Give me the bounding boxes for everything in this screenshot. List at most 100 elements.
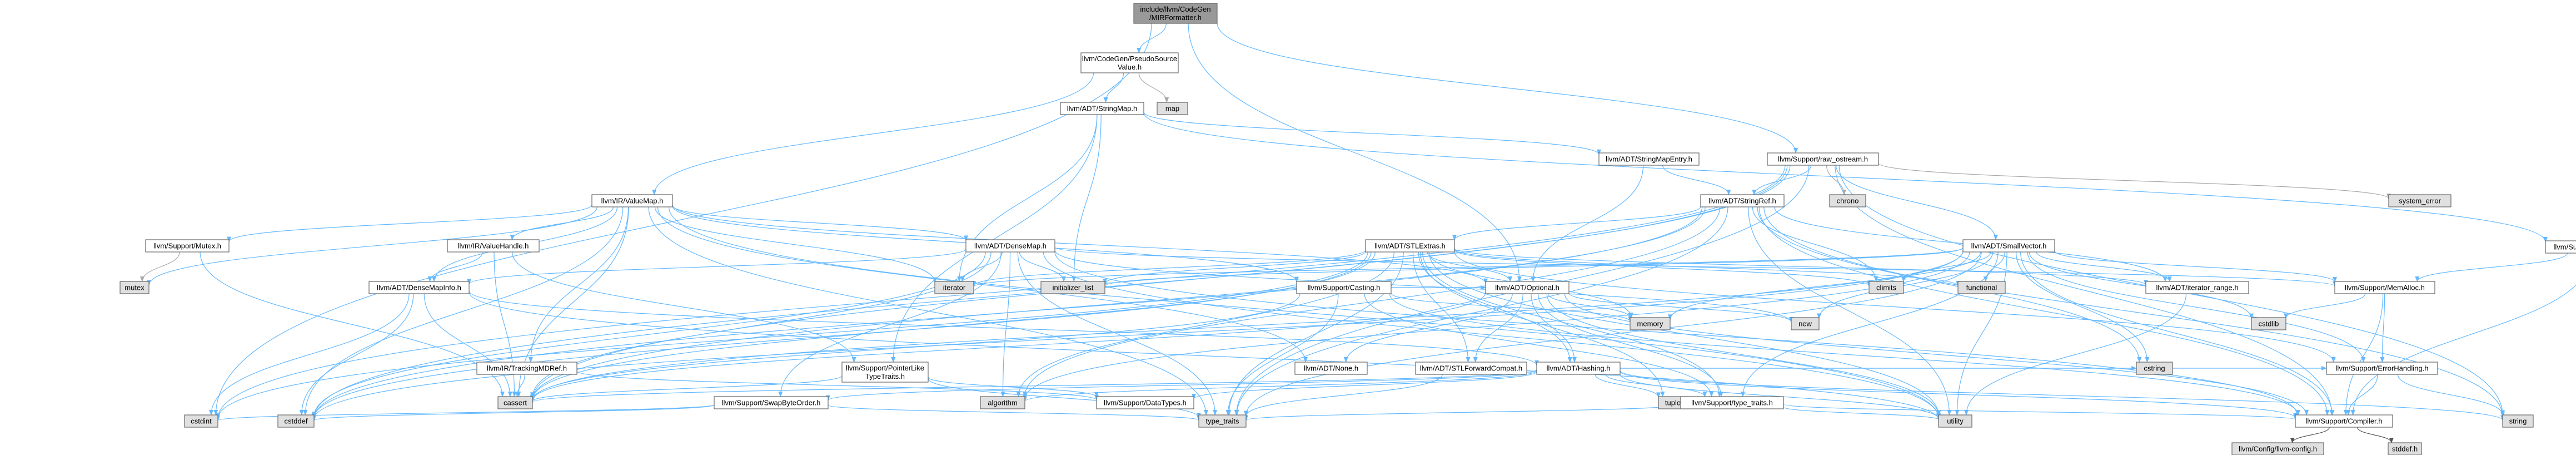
edge-smallvector-to-type_traits xyxy=(1244,251,1982,417)
node-utility[interactable]: utility xyxy=(1938,414,1972,428)
node-label: llvm/ADT/iterator_range.h xyxy=(2156,284,2238,292)
node-initlist[interactable]: initializer_list xyxy=(1040,281,1105,294)
node-box xyxy=(934,281,974,294)
edge-stlforward-to-type_traits xyxy=(1244,374,1443,417)
node-string[interactable]: string xyxy=(2502,414,2534,428)
node-chrono[interactable]: chrono xyxy=(1829,194,1866,207)
node-climits[interactable]: climits xyxy=(1869,281,1904,294)
node-stlforward[interactable]: llvm/ADT/STLForwardCompat.h xyxy=(1415,362,1527,375)
edge-stlextras-to-climits xyxy=(1454,249,1871,287)
edge-valuehandle-to-pointerlike xyxy=(512,251,856,363)
node-iteratorrange[interactable]: llvm/ADT/iterator_range.h xyxy=(2145,281,2249,294)
edge-smallvector-to-compiler xyxy=(2020,251,2335,416)
node-box xyxy=(145,239,230,253)
node-errorhandling[interactable]: llvm/Support/ErrorHandling.h xyxy=(2326,362,2438,375)
edge-stringmap-to-iterator xyxy=(957,114,1098,282)
edge-densemap-to-utility xyxy=(1043,251,1941,419)
edge-valuemap-to-iterator xyxy=(654,206,937,283)
edge-stlextras-to-cstdint xyxy=(216,251,1368,419)
node-swapbyteorder[interactable]: llvm/Support/SwapByteOrder.h xyxy=(714,396,829,409)
edge-typetraits_h-to-compiler xyxy=(1783,404,2298,421)
node-memalloc[interactable]: llvm/Support/MemAlloc.h xyxy=(2334,281,2435,294)
node-valuehandle[interactable]: llvm/IR/ValueHandle.h xyxy=(447,239,540,253)
edge-valuemap-to-cstddef xyxy=(303,206,624,416)
node-cstdint[interactable]: cstdint xyxy=(184,414,218,428)
node-optional[interactable]: llvm/ADT/Optional.h xyxy=(1485,281,1569,294)
node-stringmapentry[interactable]: llvm/ADT/StringMapEntry.h xyxy=(1598,152,1700,166)
edge-hashing-to-string xyxy=(1620,370,2505,421)
node-cstring[interactable]: cstring xyxy=(2136,362,2173,375)
node-label: llvm/Support/AllocatorBase.h xyxy=(2554,243,2576,251)
node-box xyxy=(1829,194,1866,207)
node-casting[interactable]: llvm/Support/Casting.h xyxy=(1296,281,1392,294)
edge-stringref-to-compiler xyxy=(1758,206,2330,416)
node-stringmap[interactable]: llvm/ADT/StringMap.h xyxy=(1060,102,1144,115)
node-none[interactable]: llvm/ADT/None.h xyxy=(1294,362,1368,375)
node-box xyxy=(1157,102,1188,115)
node-compiler[interactable]: llvm/Support/Compiler.h xyxy=(2295,414,2393,428)
node-type_traits[interactable]: type_traits xyxy=(1198,414,1247,428)
node-mutex_h[interactable]: llvm/Support/Mutex.h xyxy=(145,239,230,253)
node-root[interactable]: include/llvm/CodeGen/MIRFormatter.h xyxy=(1133,3,1218,24)
node-functional[interactable]: functional xyxy=(1957,281,2006,294)
node-label: llvm/Support/raw_ostream.h xyxy=(1778,155,1868,164)
node-box xyxy=(1962,239,2055,253)
node-trackingmdref[interactable]: llvm/IR/TrackingMDRef.h xyxy=(476,362,577,375)
node-label: llvm/Support/SwapByteOrder.h xyxy=(722,399,821,407)
node-systemerror[interactable]: system_error xyxy=(2388,194,2452,207)
node-label: initializer_list xyxy=(1053,284,1094,292)
node-memory[interactable]: memory xyxy=(1630,317,1671,330)
node-box xyxy=(1294,362,1368,375)
node-hashing[interactable]: llvm/ADT/Hashing.h xyxy=(1536,362,1621,375)
node-stddef[interactable]: stddef.h xyxy=(2388,442,2422,455)
node-new[interactable]: new xyxy=(1791,317,1820,330)
node-box xyxy=(2502,414,2534,428)
node-box xyxy=(2136,362,2173,375)
node-valuemap[interactable]: llvm/IR/ValueMap.h xyxy=(591,194,673,207)
node-label: TypeTraits.h xyxy=(865,372,905,380)
node-cstddef[interactable]: cstddef xyxy=(277,414,315,428)
node-stringref[interactable]: llvm/ADT/StringRef.h xyxy=(1700,194,1785,207)
edge-root-to-rawostream xyxy=(1217,22,1798,154)
edge-smallvector-to-cstddef xyxy=(312,250,1964,420)
node-label: map xyxy=(1165,105,1179,113)
node-box xyxy=(497,396,533,409)
node-densemap[interactable]: llvm/ADT/DenseMap.h xyxy=(965,239,1055,253)
edge-hashing-to-typetraits_h xyxy=(1605,374,1707,397)
edge-pseudo-to-valuemap xyxy=(652,72,1094,195)
node-box xyxy=(965,239,1055,253)
node-cassert[interactable]: cassert xyxy=(497,396,533,409)
node-rawostream[interactable]: llvm/Support/raw_ostream.h xyxy=(1767,152,1879,166)
node-datatypes[interactable]: llvm/Support/DataTypes.h xyxy=(1096,396,1194,409)
edge-pseudo-to-stringmap xyxy=(1103,72,1124,103)
node-box xyxy=(1791,317,1820,330)
node-label: llvm/ADT/StringRef.h xyxy=(1708,197,1776,205)
node-smallvector[interactable]: llvm/ADT/SmallVector.h xyxy=(1962,239,2055,253)
edge-stlextras-to-utility xyxy=(1428,251,1941,417)
node-box xyxy=(1630,317,1671,330)
edge-stringmap-to-stringmapentry xyxy=(1143,112,1601,155)
node-label: llvm/Support/MemAlloc.h xyxy=(2345,284,2425,292)
node-typetraits_h[interactable]: llvm/Support/type_traits.h xyxy=(1680,396,1784,409)
node-box xyxy=(1040,281,1105,294)
node-densemapinfo[interactable]: llvm/ADT/DenseMapInfo.h xyxy=(368,281,470,294)
node-allocatorbase[interactable]: llvm/Support/AllocatorBase.h xyxy=(2545,240,2576,254)
edge-stlextras-to-hashing xyxy=(1418,251,1572,363)
node-box xyxy=(1767,152,1879,166)
node-label: tuple xyxy=(1665,399,1681,407)
node-config[interactable]: llvm/Config/llvm-config.h xyxy=(2231,442,2324,455)
node-map[interactable]: map xyxy=(1157,102,1188,115)
edge-valuemap-to-valuehandle xyxy=(510,206,614,240)
node-cstdlib[interactable]: cstdlib xyxy=(2251,317,2286,330)
edge-rawostream-to-compiler xyxy=(1835,165,2334,416)
node-mutex[interactable]: mutex xyxy=(119,281,150,294)
node-stlextras[interactable]: llvm/ADT/STLExtras.h xyxy=(1365,239,1455,253)
edge-root-to-optional xyxy=(1188,23,1522,282)
node-label: llvm/ADT/StringMapEntry.h xyxy=(1606,155,1692,164)
node-algorithm[interactable]: algorithm xyxy=(980,396,1025,409)
node-box xyxy=(1080,52,1179,73)
node-iterator[interactable]: iterator xyxy=(934,281,974,294)
